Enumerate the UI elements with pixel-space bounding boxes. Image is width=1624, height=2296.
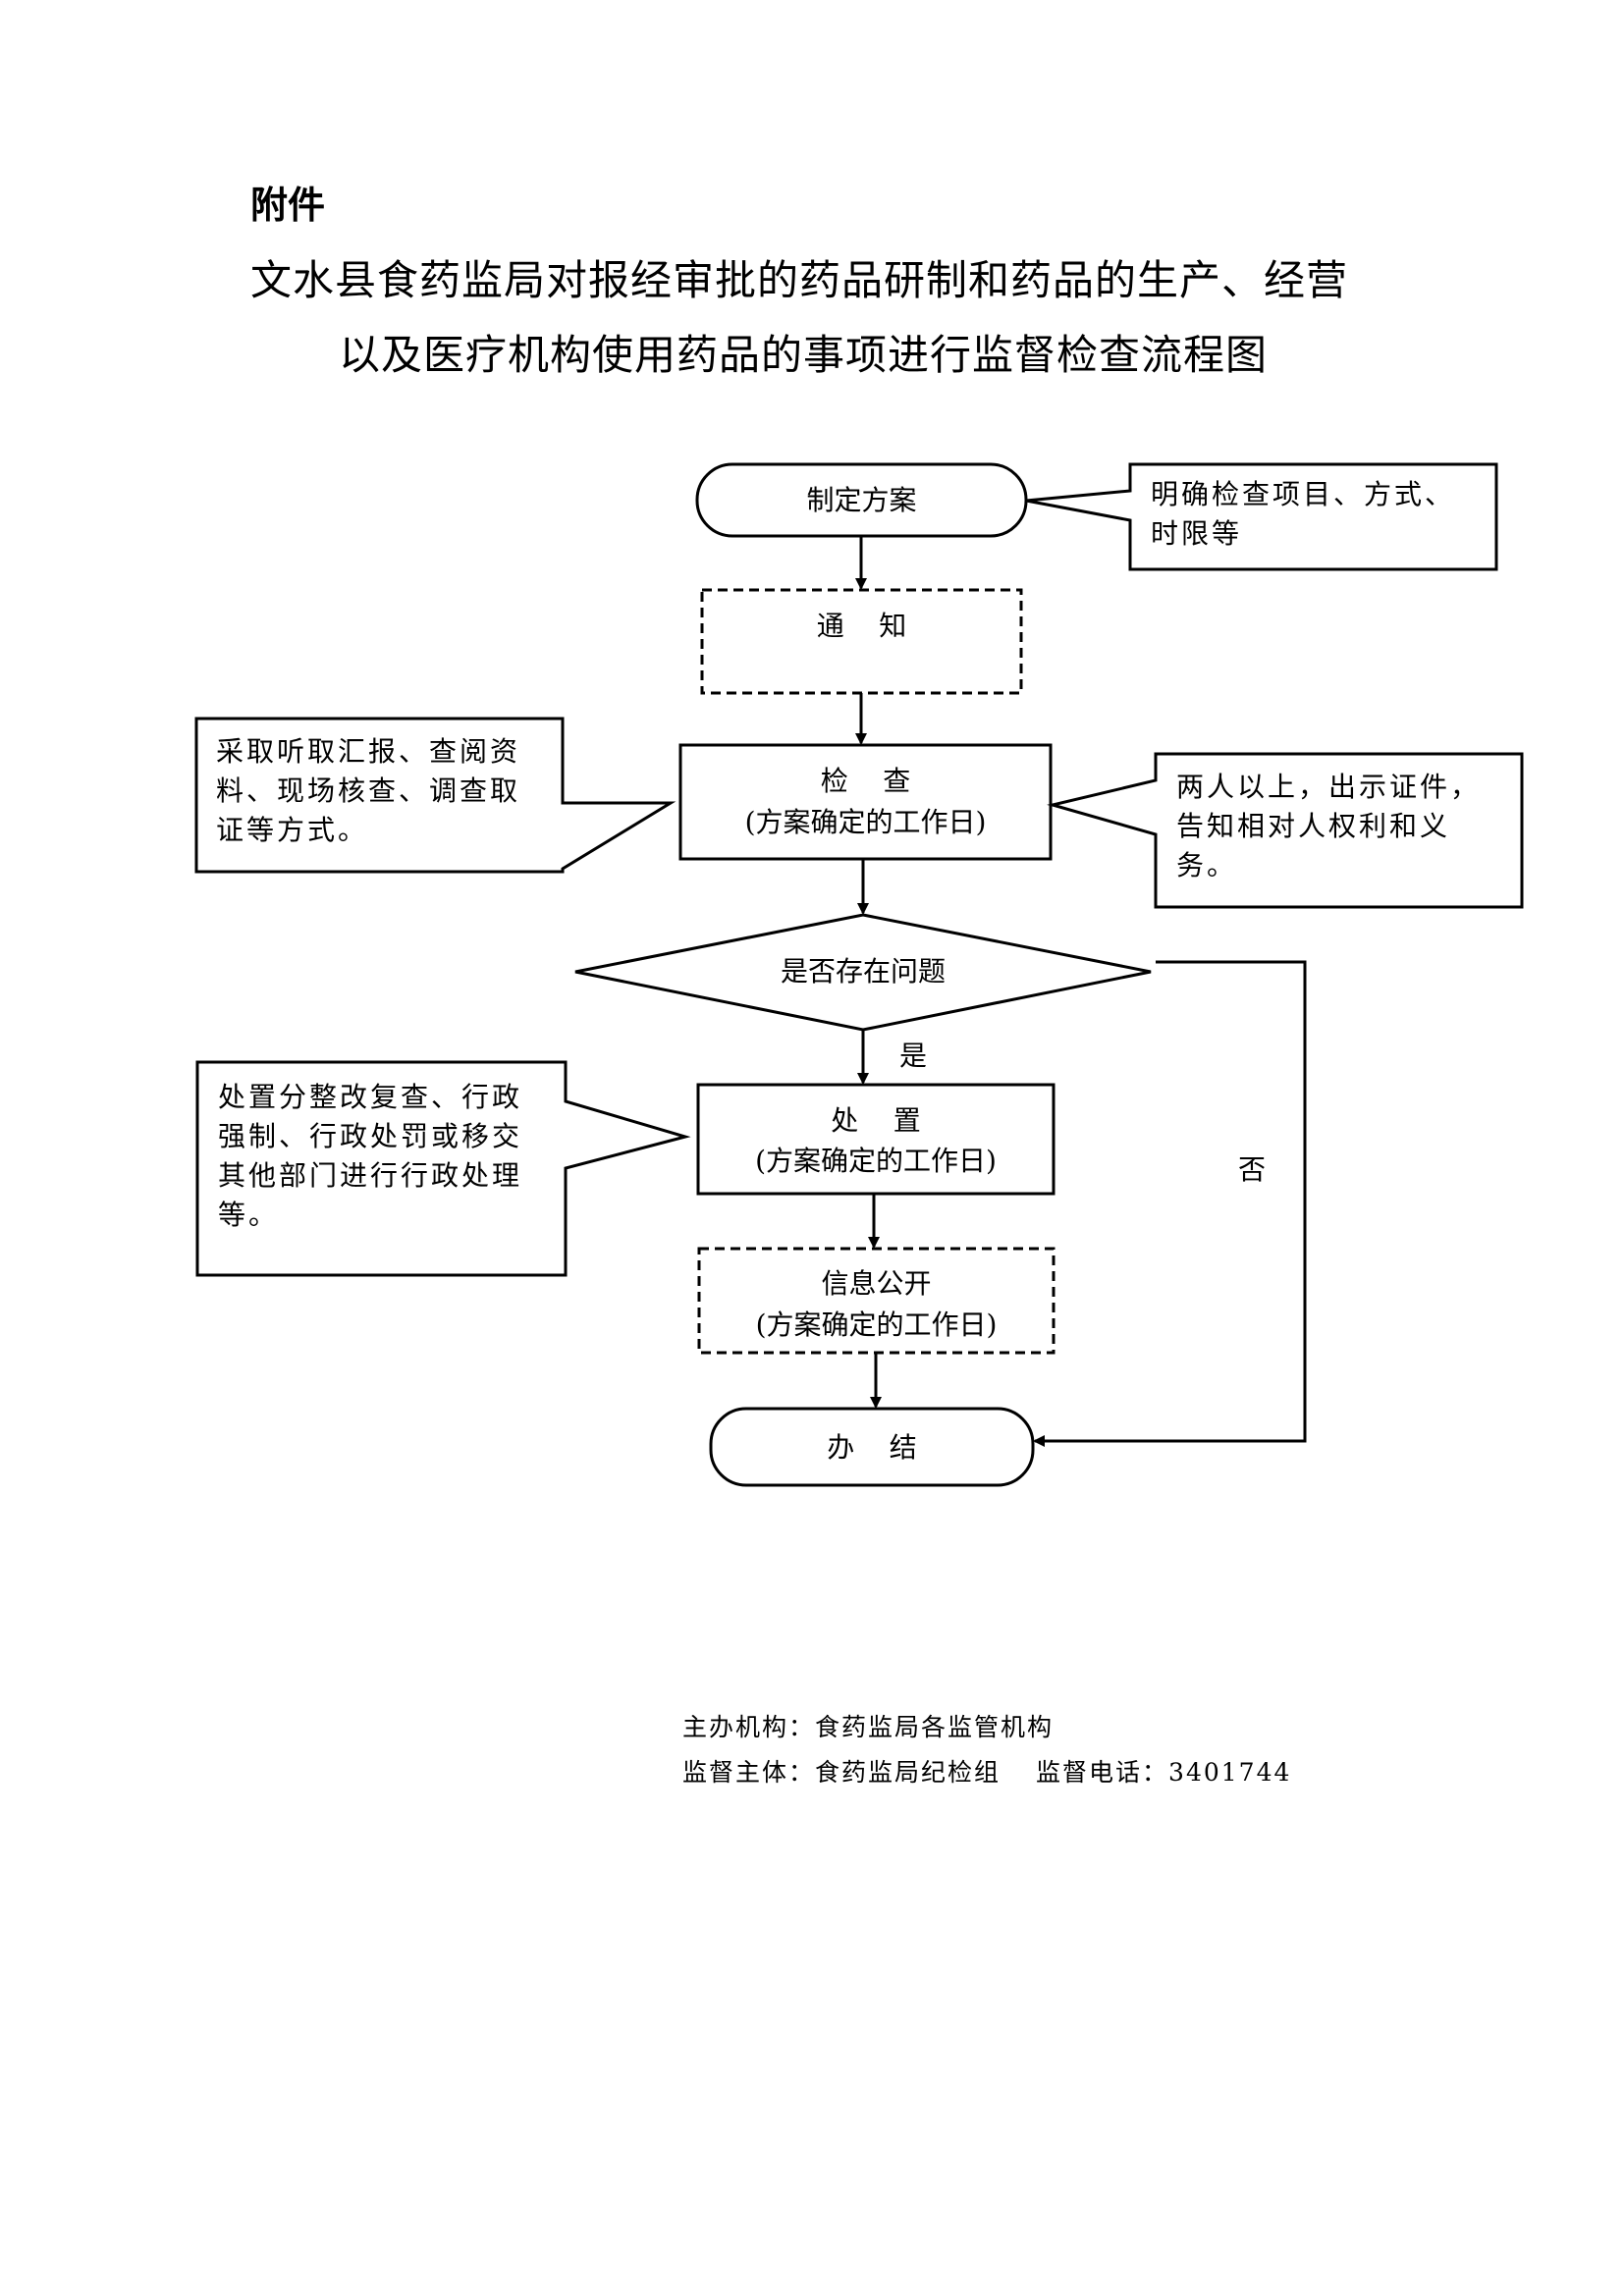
inspect-rule-callout-text: 两人以上，出示证件，告知相对人权利和义务。 — [1176, 771, 1482, 881]
attachment-label: 附件 — [250, 184, 326, 227]
footer-supervisor: 监督主体：食药监局纪检组 监督电话：3401744 — [682, 1753, 1291, 1789]
notify-node-label: 通 知 — [816, 610, 907, 642]
disclose-node-sub: (方案确定的工作日) — [755, 1308, 998, 1341]
organizer-label: 主办机构： — [682, 1713, 816, 1741]
arrow-no-branch — [1033, 960, 1307, 1447]
supervisor-label: 监督主体： — [682, 1758, 816, 1787]
handle-callout-shape — [195, 1060, 691, 1277]
inspect-node-shape — [678, 743, 1053, 861]
disclose-node-shape — [697, 1247, 1056, 1355]
decision-yes-label: 是 — [898, 1040, 927, 1072]
end-node-shape — [709, 1407, 1035, 1487]
plan-callout-text: 明确检查项目、方式、时限等 — [1151, 478, 1456, 550]
organizer-value: 食药监局各监管机构 — [815, 1713, 1055, 1741]
plan-callout-shape — [1025, 462, 1498, 571]
handle-node-sub: (方案确定的工作日) — [755, 1145, 997, 1177]
disclose-node-label: 信息公开 — [821, 1267, 932, 1300]
handle-node-label: 处 置 — [831, 1104, 921, 1137]
decision-no-label: 否 — [1237, 1153, 1266, 1186]
inspect-rule-callout-shape — [1047, 752, 1524, 909]
page-title-line2: 以及医疗机构使用药品的事项进行监督检查流程图 — [339, 331, 1269, 379]
inspect-node-label: 检 查 — [820, 765, 911, 797]
handle-callout-text: 处置分整改复查、行政强制、行政处罚或移交其他部门进行行政处理等。 — [218, 1081, 523, 1231]
end-node-label: 办 结 — [827, 1431, 917, 1464]
footer-organizer: 主办机构：食药监局各监管机构 — [682, 1708, 1054, 1743]
decision-node-label: 是否存在问题 — [780, 955, 946, 988]
phone-label: 监督电话： — [1036, 1758, 1169, 1787]
handle-node-shape — [696, 1083, 1056, 1196]
page-title-line1: 文水县食药监局对报经审批的药品研制和药品的生产、经营 — [250, 256, 1349, 304]
inspect-node-sub: (方案确定的工作日) — [744, 806, 987, 838]
supervisor-value: 食药监局纪检组 — [815, 1758, 1001, 1787]
start-node-label: 制定方案 — [806, 484, 917, 516]
inspect-method-callout-shape — [194, 717, 677, 874]
notify-node-shape — [700, 588, 1023, 695]
inspect-method-callout-text: 采取听取汇报、查阅资料、现场核查、调查取证等方式。 — [216, 735, 521, 846]
phone-value: 3401744 — [1168, 1758, 1292, 1787]
